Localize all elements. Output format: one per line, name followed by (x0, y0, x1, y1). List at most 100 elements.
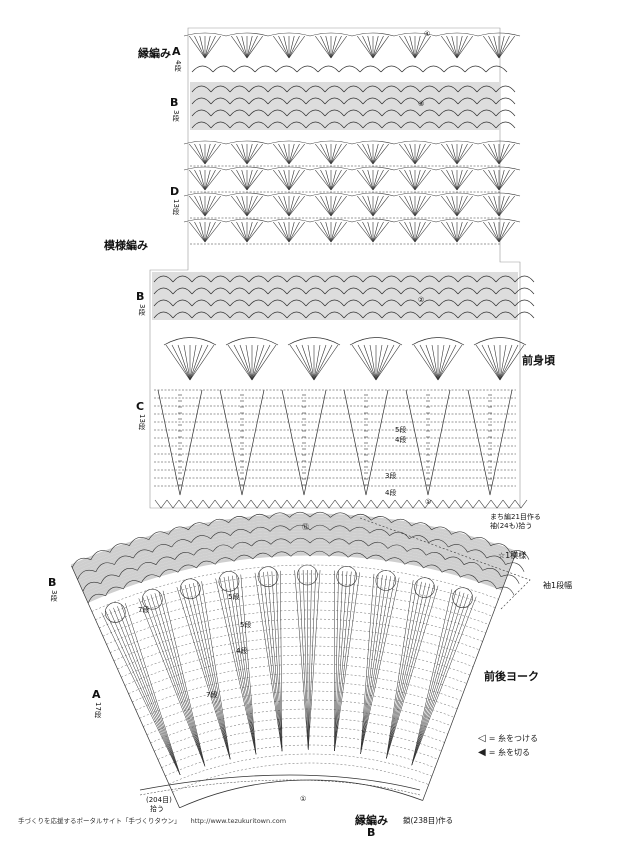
chain-arch (191, 85, 212, 93)
fan-stitch (498, 169, 515, 191)
fan-stitch (241, 35, 248, 59)
fan-stitch (456, 35, 473, 59)
fan-stitch (362, 143, 374, 165)
legend-text: = 糸をつける (488, 734, 538, 743)
fan-arc (393, 166, 437, 171)
chain-row (161, 735, 439, 768)
fan-stitch (288, 169, 305, 191)
chain-arch (118, 568, 138, 577)
chain-arch (296, 65, 319, 73)
shaded-band (86, 552, 503, 603)
fan-stitch (278, 35, 290, 59)
chain-arch (229, 299, 250, 307)
v-stitch (502, 499, 516, 509)
fan-stitch (189, 169, 206, 191)
chain-arch (215, 557, 235, 565)
chain-arch (129, 537, 150, 546)
fan-stitch (171, 344, 191, 381)
chain-arch (210, 287, 231, 295)
fan-stitch (288, 35, 300, 59)
fan-stitch (360, 576, 396, 754)
chain-row (106, 600, 486, 645)
fan-stitch (441, 143, 458, 165)
chain-arch (141, 574, 160, 583)
chain-arch (153, 275, 174, 283)
fan-stitch (456, 195, 468, 217)
row-mark: 4段 (236, 647, 248, 655)
fan-stitch (254, 572, 283, 752)
chain-arch (509, 550, 530, 560)
shaded-band (84, 546, 505, 598)
fan-arc (393, 218, 437, 223)
chain-arch (362, 287, 383, 295)
fan-stitch (308, 570, 317, 751)
v-stitch (418, 499, 432, 509)
chain-arch (286, 299, 307, 307)
pineapple-column (343, 389, 389, 496)
fan-stitch (493, 195, 500, 217)
chain-arch (463, 562, 483, 571)
chain-arch (381, 85, 402, 93)
arrow-open-icon: ◁ (478, 733, 486, 744)
chain-arch (309, 524, 331, 531)
fan-stitch (307, 570, 309, 751)
fan-arc (351, 192, 395, 197)
chain-arch (267, 121, 288, 129)
fan-arc (267, 32, 311, 37)
chain-arch (267, 299, 288, 307)
chain-arch (441, 569, 461, 578)
fan-stitch (360, 574, 379, 754)
fan-stitch (283, 169, 290, 191)
chain-arch (137, 562, 157, 571)
fan-stitch (488, 195, 500, 217)
fan-stitch (246, 195, 263, 217)
v-stitch (514, 499, 528, 509)
fan-arc (267, 218, 311, 223)
fan-stitch (456, 221, 473, 243)
fan-stitch (138, 598, 206, 767)
chain-arch (438, 311, 459, 319)
fan-stitch (231, 221, 248, 243)
chain-arch (123, 580, 142, 590)
chain-arch (457, 311, 478, 319)
fan-stitch (483, 169, 500, 191)
fan-stitch (456, 143, 473, 165)
fan-stitch (273, 169, 290, 191)
label-fuchi-b-letter: B (367, 826, 376, 839)
chain-arch (330, 512, 351, 519)
fan-arc (477, 192, 521, 197)
fan-stitch (204, 169, 216, 191)
fan-stitch (271, 571, 283, 752)
label-rows-d: 13段 (172, 199, 180, 215)
chain-arch (248, 109, 269, 117)
row-mark: 5段 (240, 621, 252, 629)
fan-stitch (246, 221, 258, 243)
fan-stitch (330, 35, 347, 59)
shaded-band (73, 519, 515, 573)
fan-stitch (493, 143, 500, 165)
fan-arc (477, 140, 521, 145)
fan-arc (309, 32, 353, 37)
fan-stitch (204, 143, 216, 165)
v-stitch (202, 499, 216, 509)
chain-arch (457, 275, 478, 283)
fan-stitch (330, 143, 347, 165)
fan-stitch (158, 591, 206, 767)
fan-stitch (411, 595, 473, 766)
fan-stitch (375, 344, 401, 381)
fan-stitch (488, 221, 500, 243)
fan-stitch (375, 344, 383, 381)
chain-arch (324, 85, 345, 93)
fan-stitch (251, 344, 277, 381)
fan-stitch (411, 594, 469, 766)
chain-row (128, 654, 467, 694)
chain-arch (100, 574, 120, 584)
fan-stitch (307, 344, 315, 381)
chain-arch (368, 541, 388, 549)
footer-url[interactable]: http://www.tezukuritown.com (190, 817, 287, 825)
fan-stitch (241, 169, 248, 191)
fan-arc (309, 140, 353, 145)
fan-stitch (441, 35, 458, 59)
fan-stitch (499, 344, 525, 381)
